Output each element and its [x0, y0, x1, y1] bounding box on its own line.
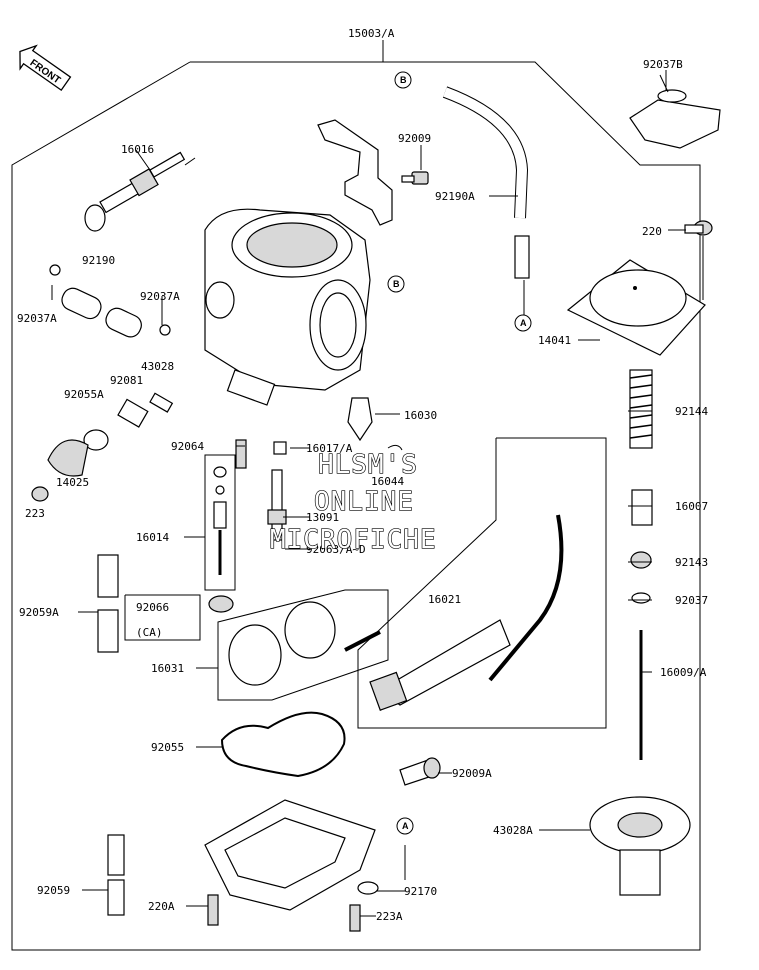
- cap-92066: [124, 594, 234, 641]
- top-cover-14041: [566, 259, 706, 356]
- label-92143: 92143: [675, 556, 708, 569]
- throttle-lever-16021: [357, 437, 607, 729]
- assembly-code: 15003/A: [348, 27, 395, 40]
- screw-223A: [349, 904, 361, 932]
- screw-92009A: [399, 757, 441, 786]
- label-16021: 16021: [428, 593, 461, 606]
- clip-92037: [631, 592, 651, 604]
- label-92170: 92170: [404, 885, 437, 898]
- part-labels: 15003/A 16016 92009 92037B 92190A 220 92…: [17, 27, 708, 923]
- callout-a-tube: A: [514, 314, 532, 332]
- screw-92009: [401, 171, 429, 185]
- label-14025: 14025: [56, 476, 89, 489]
- label-92009: 92009: [398, 132, 431, 145]
- label-92144: 92144: [675, 405, 708, 418]
- label-92190A: 92190A: [435, 190, 475, 203]
- jet-92064: [235, 439, 247, 469]
- watermark-line2: ONLINE: [314, 487, 414, 517]
- watermark-line1: HLSM'S: [318, 450, 418, 480]
- gasket-92055: [220, 711, 346, 778]
- svg-text:A: A: [402, 821, 409, 831]
- screw-220: [684, 220, 713, 236]
- spring-92081: [117, 398, 149, 428]
- label-92059A: 92059A: [19, 606, 59, 619]
- vent-tube-92190A: [442, 86, 530, 279]
- label-16031: 16031: [151, 662, 184, 675]
- label-92037: 92037: [675, 594, 708, 607]
- label-92063: 92063/A~D: [306, 543, 366, 556]
- label-220: 220: [642, 225, 662, 238]
- label-16009A: 16009/A: [660, 666, 707, 679]
- float-bowl: [204, 799, 376, 911]
- carburetor-body: [204, 208, 371, 406]
- leader-lines: [51, 70, 704, 917]
- label-16044: 16044: [371, 475, 404, 488]
- clamp-92170: [357, 881, 379, 895]
- screw-223: [31, 486, 49, 502]
- label-92009A: 92009A: [452, 767, 492, 780]
- clamp-92037B: [629, 74, 721, 149]
- callout-b-top: B: [394, 71, 412, 89]
- label-16017A: 16017/A: [306, 442, 353, 455]
- assembly-frame: [11, 40, 701, 951]
- pilot-screw-16016: [84, 151, 196, 232]
- spring-92144: [629, 369, 653, 449]
- label-ca: (CA): [136, 626, 163, 639]
- label-16030: 16030: [404, 409, 437, 422]
- screw-220A: [207, 894, 219, 926]
- label-223A: 223A: [376, 910, 403, 923]
- tube-92059: [107, 834, 125, 916]
- clip-16044: [387, 444, 403, 451]
- label-92037B: 92037B: [643, 58, 683, 71]
- svg-text:B: B: [393, 279, 400, 289]
- label-16016: 16016: [121, 143, 154, 156]
- label-92059: 92059: [37, 884, 70, 897]
- label-43028: 43028: [141, 360, 174, 373]
- label-16007: 16007: [675, 500, 708, 513]
- label-92064: 92064: [171, 440, 204, 453]
- bracket-part: [317, 119, 393, 226]
- svg-text:B: B: [400, 75, 407, 85]
- label-92055A: 92055A: [64, 388, 104, 401]
- watermark-line3: MICROFICHE: [270, 525, 437, 555]
- float-valve-16030: [347, 397, 373, 442]
- pilot-screw-kit-16014: [204, 454, 236, 591]
- holder-16007: [631, 489, 653, 526]
- collar-92143: [630, 551, 652, 569]
- tube-92059A: [97, 554, 119, 653]
- jet-16017A: [273, 441, 287, 455]
- label-14041: 14041: [538, 334, 571, 347]
- front-arrow-icon: FRONT: [19, 44, 72, 92]
- label-92037A-left: 92037A: [17, 312, 57, 325]
- label-92055: 92055: [151, 741, 184, 754]
- label-16014: 16014: [136, 531, 169, 544]
- screw-43028: [149, 392, 174, 413]
- cover-14025: [47, 439, 89, 477]
- label-92190: 92190: [82, 254, 115, 267]
- oring-92055A: [83, 429, 109, 451]
- label-220A: 220A: [148, 900, 175, 913]
- needle-jet-13091: [267, 469, 287, 541]
- callout-b-body: B: [387, 275, 405, 293]
- diaphragm-43028A: [589, 796, 691, 896]
- watermark: HLSM'S ONLINE MICROFICHE: [269, 449, 437, 555]
- float-16031: [217, 589, 389, 701]
- clip-92037A: [49, 264, 171, 336]
- label-223: 223: [25, 507, 45, 520]
- label-13091: 13091: [306, 511, 339, 524]
- label-92037A-right: 92037A: [140, 290, 180, 303]
- svg-text:A: A: [520, 318, 527, 328]
- label-43028A: 43028A: [493, 824, 533, 837]
- label-92066: 92066: [136, 601, 169, 614]
- label-92081: 92081: [110, 374, 143, 387]
- callout-a-bowl: A: [396, 817, 414, 835]
- hose-92190: [61, 287, 142, 338]
